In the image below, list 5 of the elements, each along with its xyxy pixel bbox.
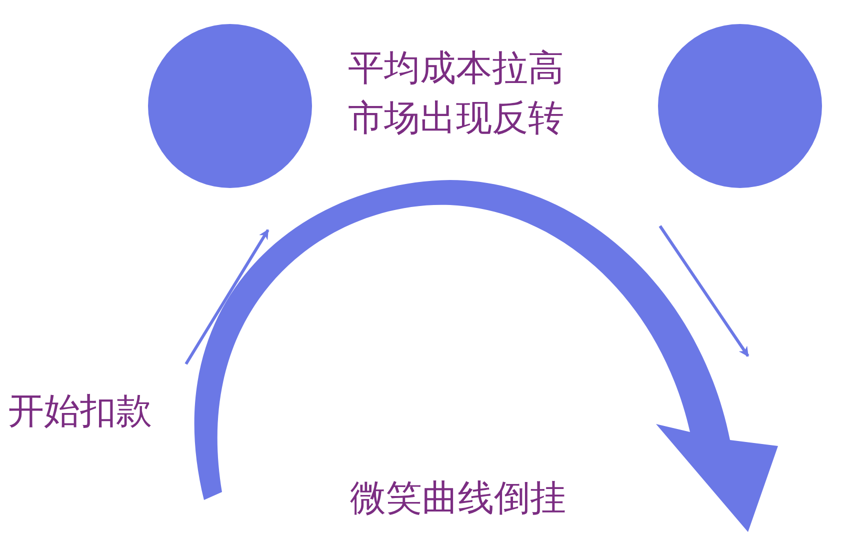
caption-text: 微笑曲线倒挂: [350, 477, 567, 521]
arrow: [658, 225, 750, 357]
caption-text: 平均成本拉高市场出现反转: [348, 47, 565, 141]
caption-text: 开始扣款: [8, 388, 188, 436]
arrow: [184, 229, 270, 365]
